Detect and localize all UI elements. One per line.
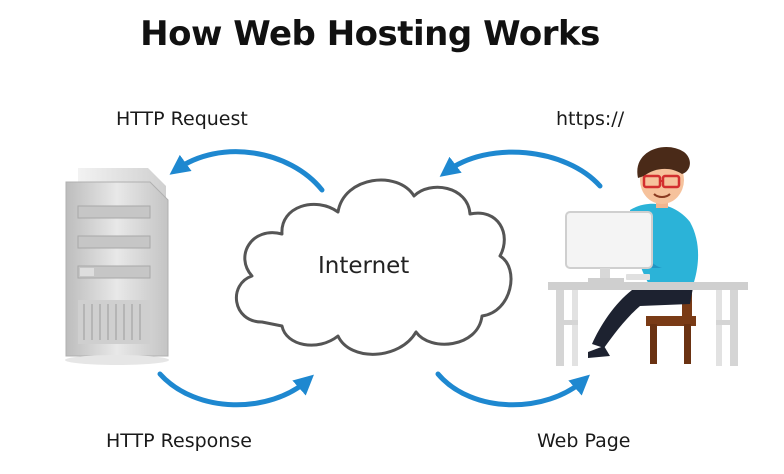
arrow-https [439, 149, 603, 189]
label-http-request: HTTP Request [116, 108, 248, 130]
arrow-web-page [435, 371, 590, 408]
arrow-http-response [157, 371, 314, 408]
arrow-http-request [169, 149, 325, 193]
arrows [157, 149, 603, 408]
cloud-icon [235, 178, 513, 356]
label-web-page: Web Page [537, 430, 631, 452]
user-at-computer-icon [548, 147, 748, 366]
label-https: https:// [556, 108, 625, 130]
label-http-response: HTTP Response [106, 430, 252, 452]
server-icon [65, 168, 169, 365]
page-title: How Web Hosting Works [140, 14, 600, 54]
label-internet: Internet [318, 253, 410, 279]
